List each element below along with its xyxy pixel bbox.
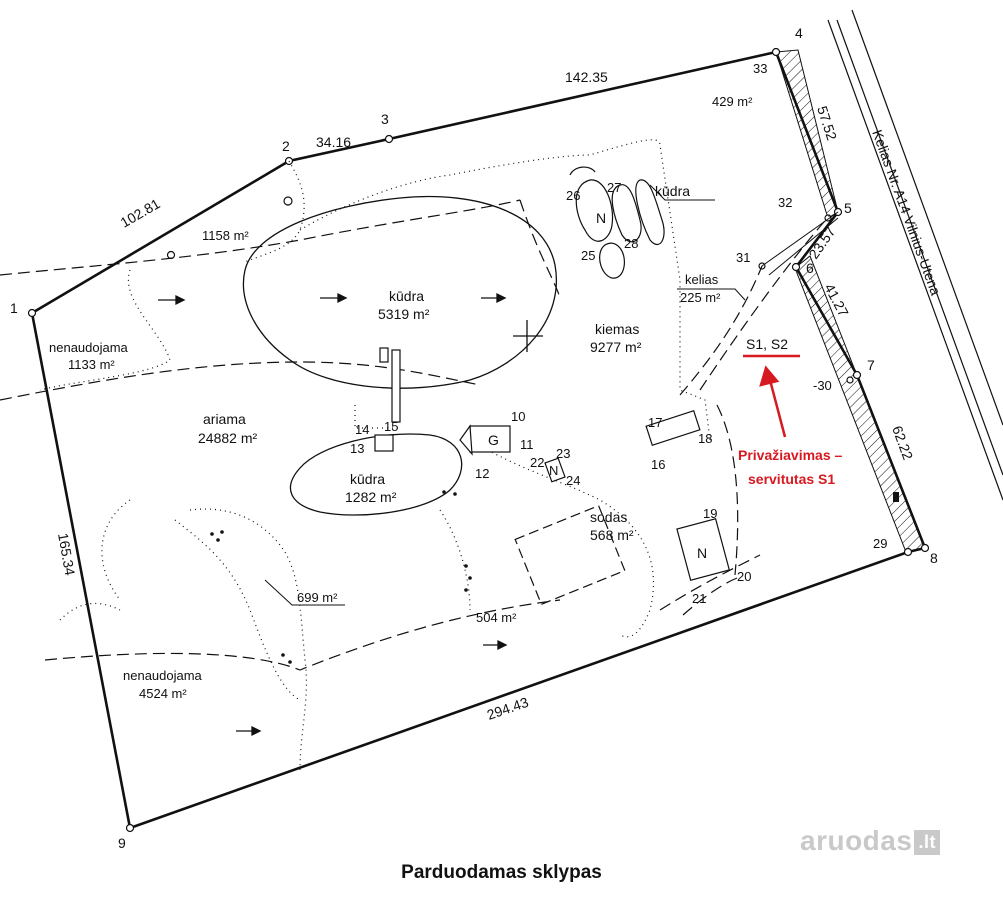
svg-text:62.22: 62.22 <box>889 424 916 463</box>
svg-text:ariama: ariama <box>203 411 246 427</box>
access-road-lines <box>761 211 839 276</box>
svg-text:10: 10 <box>511 409 525 424</box>
svg-text:Privažiavimas –: Privažiavimas – <box>738 447 843 463</box>
svg-text:-30: -30 <box>813 378 832 393</box>
svg-text:14: 14 <box>355 422 369 437</box>
point-numbers: 1 2 3 4 5 6 7 8 9 10 11 12 13 14 15 16 1… <box>10 25 938 851</box>
svg-text:18: 18 <box>698 431 712 446</box>
dashed-lines <box>0 199 831 671</box>
svg-text:N: N <box>697 545 707 561</box>
svg-text:9277 m²: 9277 m² <box>590 339 642 355</box>
crosshair-marker <box>513 320 543 352</box>
servitude-labels: S1, S2 Privažiavimas – servitutas S1 <box>738 336 843 487</box>
svg-text:568 m²: 568 m² <box>590 527 634 543</box>
svg-text:N: N <box>596 210 606 226</box>
watermark-suffix: .lt <box>914 830 940 856</box>
svg-text:34.16: 34.16 <box>316 134 351 150</box>
building-letters: N G N N <box>488 210 707 561</box>
svg-text:31: 31 <box>736 250 750 265</box>
svg-text:kūdra: kūdra <box>655 183 690 199</box>
svg-text:kūdra: kūdra <box>389 288 424 304</box>
svg-text:142.35: 142.35 <box>565 69 608 85</box>
page-title: Parduodamas sklypas <box>401 862 602 883</box>
buildings <box>374 347 731 606</box>
svg-text:3: 3 <box>381 111 389 127</box>
svg-text:16: 16 <box>651 457 665 472</box>
svg-text:9: 9 <box>118 835 126 851</box>
svg-text:nenaudojama: nenaudojama <box>49 340 129 355</box>
watermark-logo: aruodas.lt <box>800 825 940 857</box>
road-lines <box>827 9 1003 501</box>
svg-text:nenaudojama: nenaudojama <box>123 668 203 683</box>
svg-text:S1, S2: S1, S2 <box>746 336 788 352</box>
svg-text:17: 17 <box>648 415 662 430</box>
landuse-dotted-lines <box>39 139 711 771</box>
road-label: Kelias Nr. A14 Vilnius-Utena <box>869 128 944 298</box>
svg-text:1: 1 <box>10 300 18 316</box>
tree-dots <box>210 490 472 664</box>
svg-text:1158 m²: 1158 m² <box>202 228 249 243</box>
svg-text:4: 4 <box>795 25 803 41</box>
svg-text:294.43: 294.43 <box>485 694 531 723</box>
pond-main <box>242 195 557 389</box>
svg-text:11: 11 <box>520 437 534 452</box>
svg-text:6: 6 <box>806 260 814 276</box>
svg-text:165.34: 165.34 <box>55 532 78 577</box>
svg-text:102.81: 102.81 <box>118 195 163 230</box>
svg-text:5319 m²: 5319 m² <box>378 306 430 322</box>
svg-text:27: 27 <box>607 180 621 195</box>
svg-text:13: 13 <box>350 441 364 456</box>
svg-text:24882 m²: 24882 m² <box>198 430 257 446</box>
svg-text:kiemas: kiemas <box>595 321 639 337</box>
svg-text:33: 33 <box>753 61 767 76</box>
leader-lines <box>264 184 800 606</box>
svg-text:32: 32 <box>778 195 792 210</box>
flow-arrows <box>158 292 508 737</box>
svg-text:15: 15 <box>384 419 398 434</box>
svg-text:8: 8 <box>930 550 938 566</box>
svg-text:20: 20 <box>737 569 751 584</box>
svg-text:servitutas S1: servitutas S1 <box>748 471 835 487</box>
small-structure <box>893 492 899 502</box>
svg-text:29: 29 <box>873 536 887 551</box>
svg-text:4524 m²: 4524 m² <box>139 686 187 701</box>
svg-text:23: 23 <box>556 446 570 461</box>
svg-text:kelias: kelias <box>685 272 719 287</box>
svg-text:kūdra: kūdra <box>350 471 385 487</box>
svg-text:504 m²: 504 m² <box>476 610 517 625</box>
svg-text:225 m²: 225 m² <box>680 290 721 305</box>
svg-text:7: 7 <box>867 357 875 373</box>
svg-text:25: 25 <box>581 248 595 263</box>
svg-text:28: 28 <box>624 236 638 251</box>
svg-text:22: 22 <box>530 455 544 470</box>
watermark-text: aruodas <box>800 825 913 856</box>
svg-text:19: 19 <box>703 506 717 521</box>
svg-text:G: G <box>488 432 499 448</box>
svg-text:2: 2 <box>282 138 290 154</box>
svg-text:699 m²: 699 m² <box>297 590 338 605</box>
pond-cluster <box>569 166 665 279</box>
pond-small <box>289 433 463 516</box>
svg-text:5: 5 <box>844 200 852 216</box>
svg-text:23.57: 23.57 <box>805 224 838 262</box>
svg-text:21: 21 <box>692 591 706 606</box>
svg-text:429 m²: 429 m² <box>712 94 753 109</box>
svg-text:1282 m²: 1282 m² <box>345 489 397 505</box>
svg-text:26: 26 <box>566 188 580 203</box>
svg-text:12: 12 <box>475 466 489 481</box>
svg-text:N: N <box>549 463 558 478</box>
svg-text:sodas: sodas <box>590 509 627 525</box>
servitude-arrow <box>759 365 787 438</box>
svg-text:24: 24 <box>566 473 580 488</box>
svg-text:1133 m²: 1133 m² <box>68 357 115 372</box>
area-labels: 429 m² 1158 m² kūdra 5319 m² kūdra kiema… <box>49 94 753 701</box>
